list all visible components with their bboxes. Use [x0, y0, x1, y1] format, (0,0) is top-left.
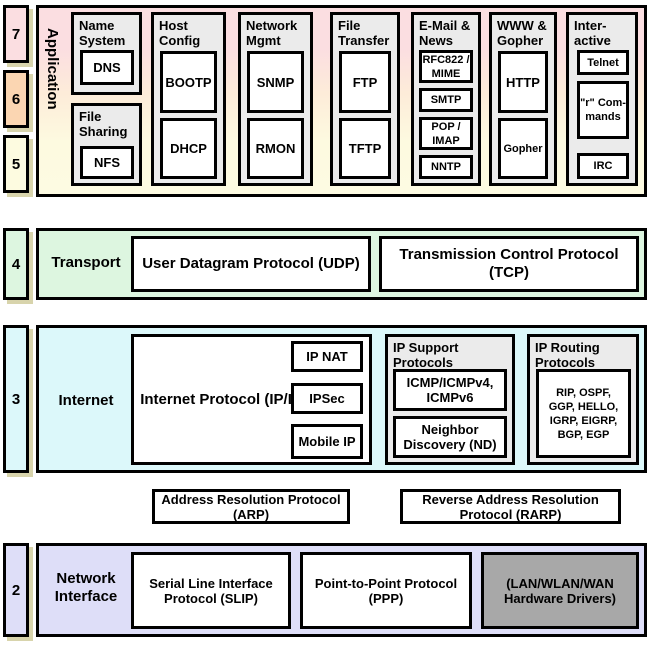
protocol-label: Neighbor Discovery (ND) [403, 422, 497, 452]
protocol-box-udp: User Datagram Protocol (UDP) [131, 236, 371, 292]
protocol-label: HTTP [506, 74, 540, 90]
protocol-box-mobile-ip: Mobile IP [291, 424, 363, 459]
protocol-box-arp: Address Resolution Protocol (ARP) [152, 489, 350, 524]
protocol-box-ipsec: IPSec [291, 383, 363, 414]
protocol-box-rfc822-mime: RFC822 / MIME [419, 50, 473, 83]
group-title: Inter-active [574, 18, 611, 48]
protocol-box-rarp: Reverse Address Resolution Protocol (RAR… [400, 489, 621, 524]
protocol-label: TFTP [348, 141, 382, 156]
group-title: E-Mail & News [419, 18, 471, 48]
protocol-box-nntp: NNTP [419, 155, 473, 179]
protocol-label: RIP, OSPF, GGP, HELLO, IGRP, EIGRP, BGP,… [548, 386, 619, 441]
protocol-box-telnet: Telnet [577, 50, 629, 75]
protocol-box-hardware-drivers: (LAN/WLAN/WAN Hardware Drivers) [481, 552, 639, 629]
protocol-label: NFS [94, 155, 120, 170]
protocol-label: RMON [255, 141, 296, 156]
protocol-label: NNTP [431, 161, 461, 173]
protocol-label: POP / IMAP [431, 120, 461, 147]
group-title: File Transfer [338, 18, 390, 48]
group-title: IP Routing Protocols [535, 340, 600, 370]
protocol-label: DHCP [170, 141, 207, 156]
protocol-box-ip-nat: IP NAT [291, 341, 363, 372]
protocol-box-ftp: FTP [339, 51, 391, 113]
protocol-label: Reverse Address Resolution Protocol (RAR… [422, 491, 599, 522]
osi-layer-number: 3 [11, 390, 21, 408]
osi-layer-chip-7: 7 [3, 5, 29, 63]
protocol-box-slip: Serial Line Interface Protocol (SLIP) [131, 552, 291, 629]
group-title: IP Support Protocols [393, 340, 459, 370]
protocol-box-nfs: NFS [80, 146, 134, 179]
protocol-box-irc: IRC [577, 153, 629, 179]
group-title: Name System [79, 18, 126, 48]
group-title: Host Config [159, 18, 201, 48]
protocol-box-ppp: Point-to-Point Protocol (PPP) [300, 552, 472, 629]
osi-layer-chip-5: 5 [3, 135, 29, 193]
protocol-box-pop-imap: POP / IMAP [419, 117, 473, 150]
protocol-label: IRC [593, 160, 613, 172]
protocol-label: Telnet [587, 56, 619, 69]
protocol-label: DNS [93, 60, 121, 75]
osi-layer-number: 6 [11, 90, 21, 108]
protocol-box-dns: DNS [80, 50, 134, 85]
protocol-label: Address Resolution Protocol (ARP) [161, 491, 341, 522]
protocol-label: (LAN/WLAN/WAN Hardware Drivers) [504, 575, 616, 606]
protocol-box-http: HTTP [498, 51, 548, 113]
osi-layer-number: 5 [11, 155, 21, 173]
osi-layer-chip-3: 3 [3, 325, 29, 473]
protocol-box-icmp: ICMP/ICMPv4, ICMPv6 [393, 369, 507, 411]
internet-layer-label: Internet [58, 392, 114, 409]
network-interface-layer-label: Network Interface [54, 570, 118, 605]
protocol-label: SNMP [256, 74, 295, 90]
protocol-label: IPSec [309, 391, 345, 406]
group-title: WWW & Gopher [497, 18, 547, 48]
protocol-box-gopher: Gopher [498, 118, 548, 179]
protocol-box-neighbor-discovery: Neighbor Discovery (ND) [393, 416, 507, 458]
protocol-label: Transmission Control Protocol (TCP) [399, 246, 619, 281]
application-layer-label: Application [44, 28, 61, 110]
protocol-box-snmp: SNMP [247, 51, 304, 113]
protocol-label: SMTP [430, 94, 462, 106]
osi-layer-chip-2: 2 [3, 543, 29, 637]
protocol-box-bootp: BOOTP [160, 51, 217, 113]
protocol-box-tftp: TFTP [339, 118, 391, 179]
protocol-label: Gopher [503, 142, 543, 155]
protocol-label: FTP [352, 74, 378, 90]
protocol-label: Mobile IP [298, 434, 356, 449]
osi-layer-chip-6: 6 [3, 70, 29, 128]
transport-layer-label: Transport [51, 254, 121, 271]
protocol-label: IP NAT [306, 349, 348, 364]
protocol-box-r-commands: "r" Com-mands [577, 81, 629, 139]
protocol-label: Point-to-Point Protocol (PPP) [314, 575, 458, 606]
protocol-box-rmon: RMON [247, 118, 304, 179]
osi-layer-number: 4 [11, 255, 21, 273]
osi-layer-number: 2 [11, 581, 21, 599]
protocol-box-routing-protocols-list: RIP, OSPF, GGP, HELLO, IGRP, EIGRP, BGP,… [536, 369, 631, 458]
protocol-label: Serial Line Interface Protocol (SLIP) [149, 575, 273, 606]
protocol-label: "r" Com-mands [580, 97, 626, 123]
protocol-label: ICMP/ICMPv4, ICMPv6 [406, 375, 494, 405]
protocol-label: User Datagram Protocol (UDP) [142, 255, 360, 272]
protocol-box-dhcp: DHCP [160, 118, 217, 179]
group-title: Network Mgmt [246, 18, 298, 48]
protocol-label: RFC822 / MIME [422, 53, 470, 80]
osi-layer-chip-4: 4 [3, 228, 29, 300]
group-title: File Sharing [79, 109, 128, 139]
osi-layer-number: 7 [11, 25, 21, 43]
protocol-label: BOOTP [165, 74, 212, 90]
protocol-box-tcp: Transmission Control Protocol (TCP) [379, 236, 639, 292]
protocol-box-smtp: SMTP [419, 88, 473, 112]
